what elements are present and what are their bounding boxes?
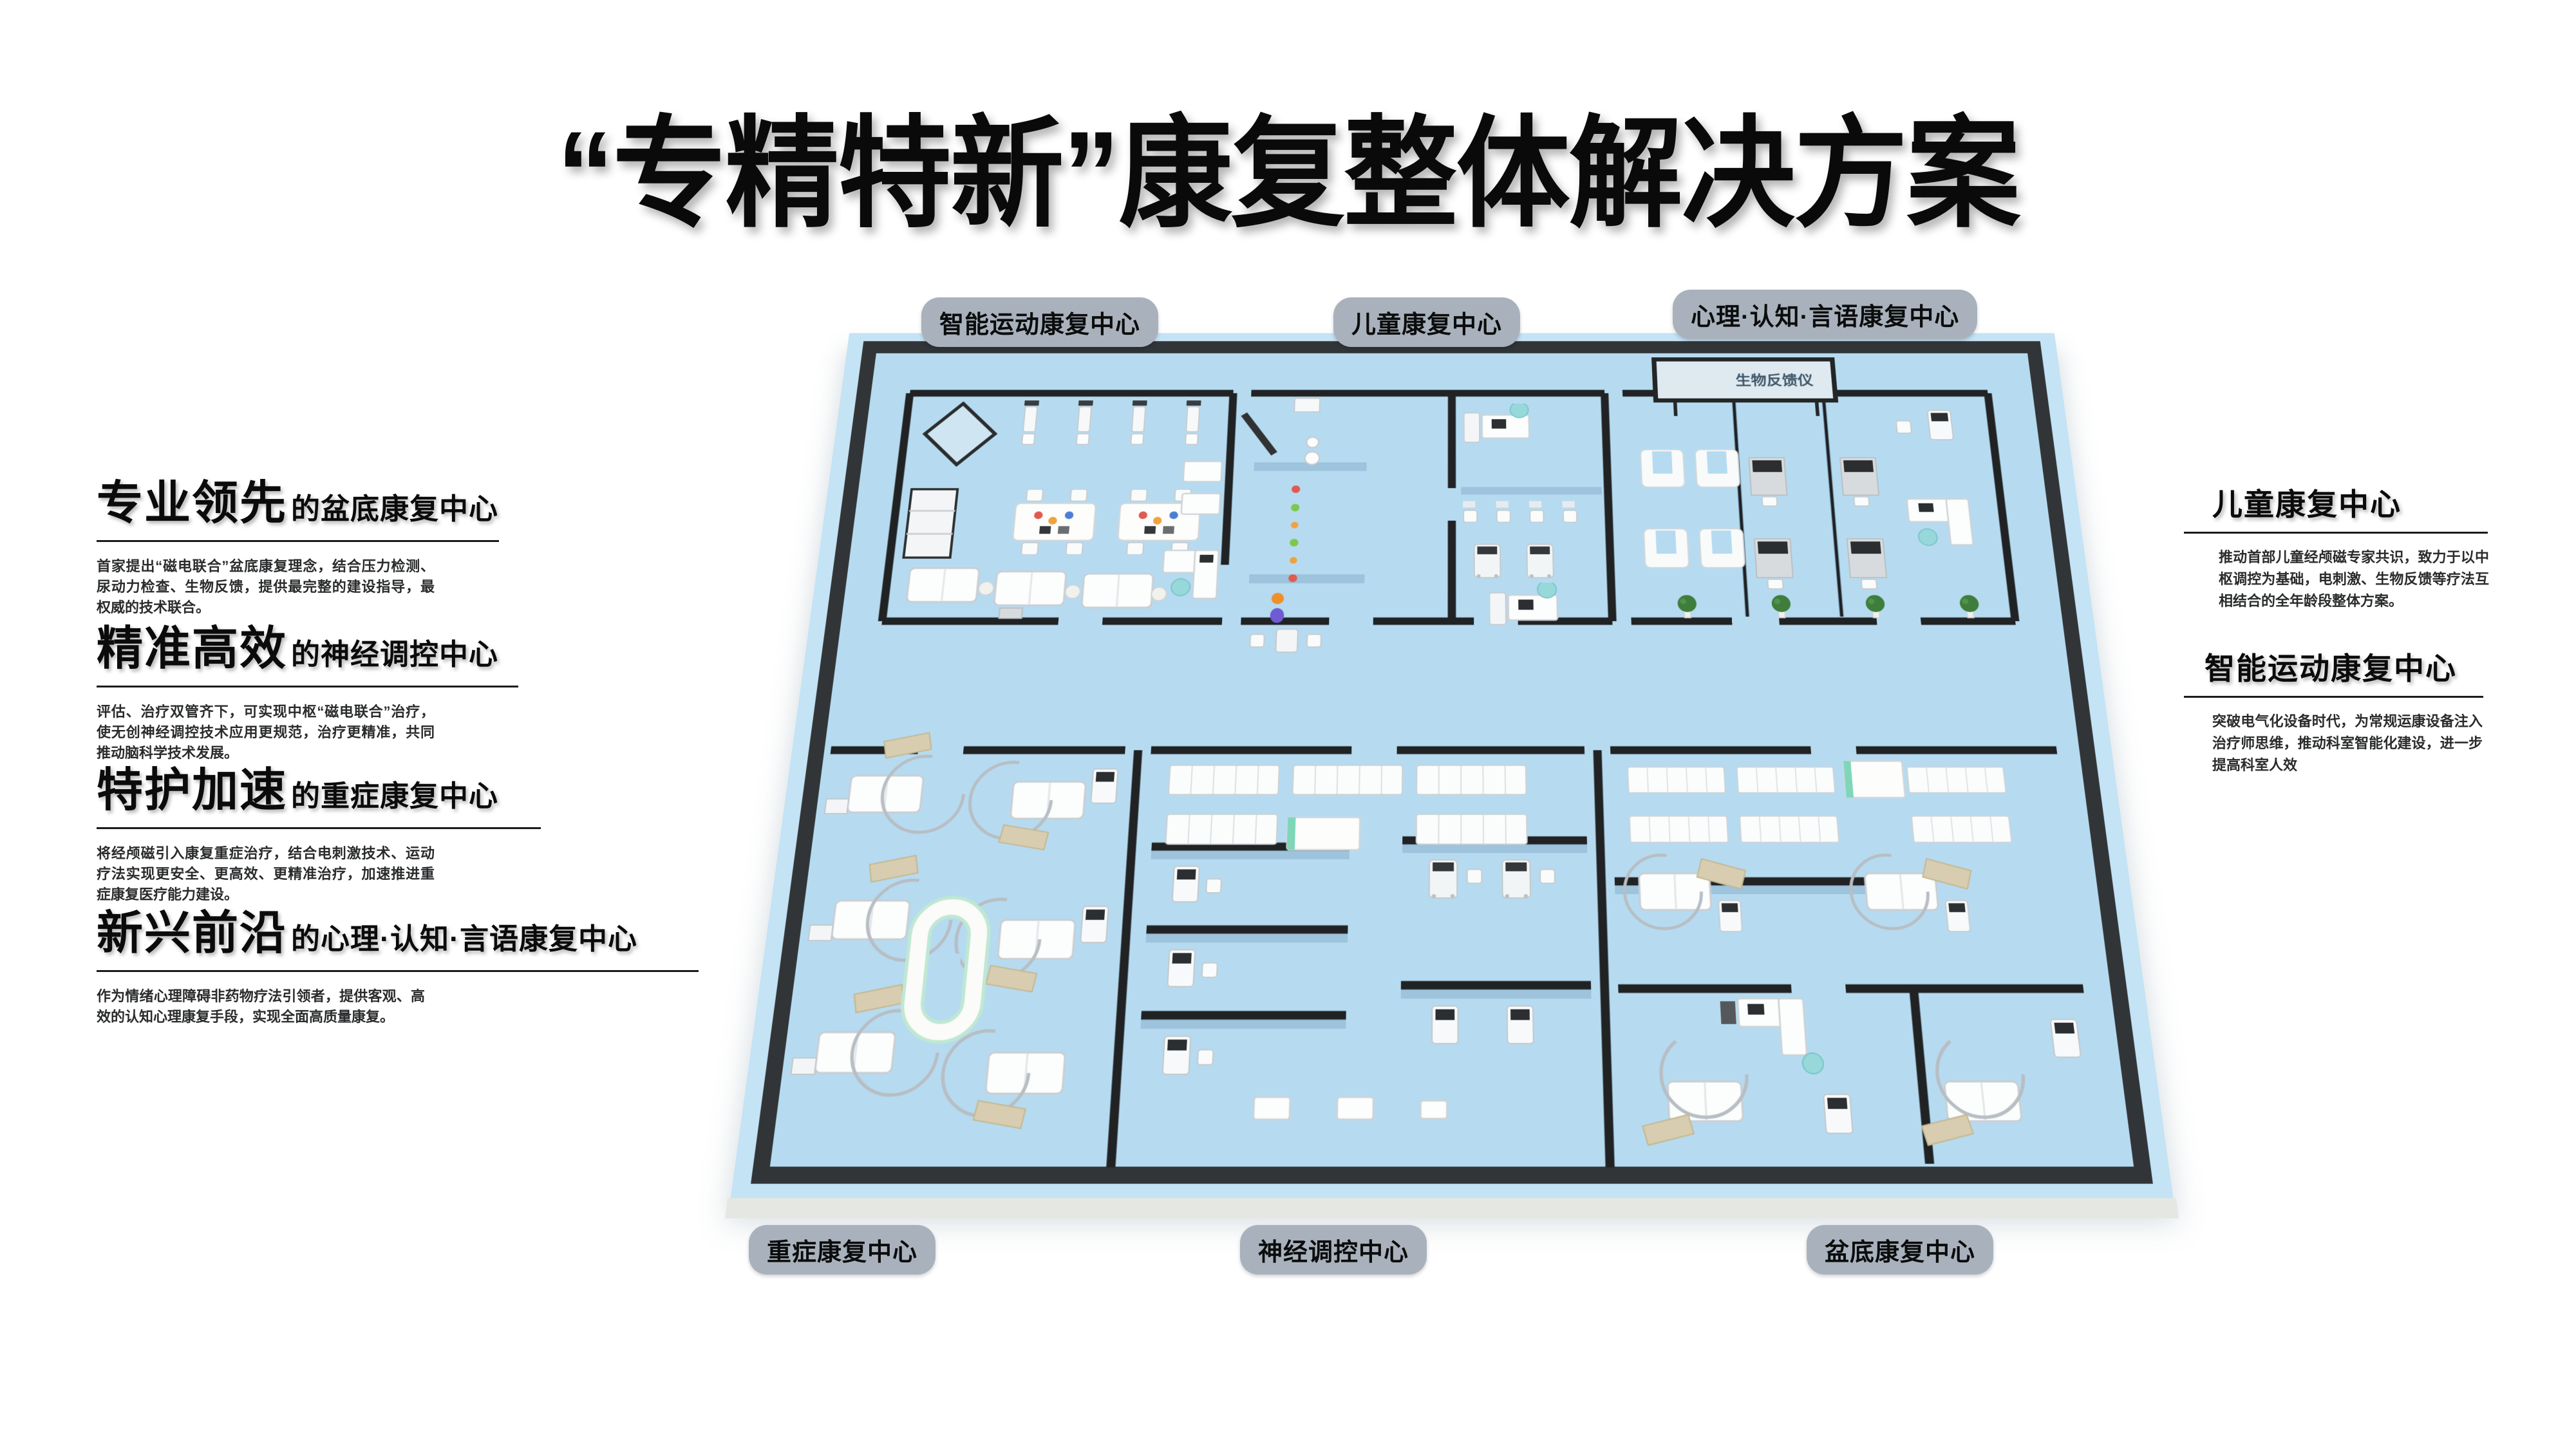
section-neuro-heading: 精准高效 的神经调控中心 [97, 610, 515, 678]
section-icu-body: 将经颅磁引入康复重症治疗，结合电刺激技术、运动疗法实现更安全、更高效、更精准治疗… [97, 845, 435, 902]
section-pelvic-heading-suffix: 的盆底康复中心 [291, 492, 499, 525]
section-icu-heading-suffix: 的重症康复中心 [291, 780, 499, 812]
room-icu [784, 733, 1109, 1128]
section-icu-heading-big: 特护加速 [97, 765, 288, 816]
section-icu-intro: 特护加速 的重症康复中心 将经颅磁引入康复重症治疗，结合电刺激技术、运动疗法实现… [97, 752, 547, 905]
section-psych-heading-suffix: 的心理·认知·言语康复中心 [291, 922, 637, 955]
divider-rule [2184, 532, 2488, 534]
plan-label-pelvic: 盆底康复中心 [1807, 1225, 1994, 1275]
room-pelvic [1620, 761, 2092, 1145]
section-sports-heading: 智能运动康复中心 [2205, 651, 2457, 686]
section-neuro-heading-suffix: 的神经调控中心 [291, 638, 499, 671]
section-pelvic-heading: 专业领先 的盆底康复中心 [97, 465, 515, 532]
floor-plan-svg: 生物反馈仪 [730, 333, 2174, 1199]
room-neuro [1165, 764, 1515, 1119]
divider-rule [2184, 696, 2483, 698]
divider-rule [97, 970, 699, 972]
section-pelvic-body: 首家提出“磁电联合”盆底康复理念，结合压力检测、尿动力检查、生物反馈，提供最完整… [97, 558, 435, 615]
wall-display-label: 生物反馈仪 [1735, 373, 1814, 388]
section-psych-body: 作为情绪心理障碍非药物疗法引领者，提供客观、高效的认知心理康复手段，实现全面高质… [97, 988, 425, 1025]
floor-plan: 生物反馈仪 [730, 333, 2174, 1200]
plan-label-children: 儿童康复中心 [1333, 297, 1521, 347]
plan-label-sports: 智能运动康复中心 [921, 297, 1159, 347]
plan-label-psych: 心理·认知·言语康复中心 [1673, 290, 1978, 339]
divider-rule [97, 540, 499, 542]
section-psych-intro: 新兴前沿 的心理·认知·言语康复中心 作为情绪心理障碍非药物疗法引领者，提供客观… [97, 895, 715, 1027]
section-sports-body: 突破电气化设备时代，为常规运康设备注入治疗师思维，推动科室智能化建设，进一步提高… [2212, 713, 2483, 773]
section-neuro-intro: 精准高效 的神经调控中心 评估、治疗双管齐下，可实现中枢“磁电联合”治疗，使无创… [97, 610, 518, 763]
section-neuro-body: 评估、治疗双管齐下，可实现中枢“磁电联合”治疗，使无创神经调控技术应用更规范，治… [97, 704, 435, 761]
section-sports-intro: 智能运动康复中心 突破电气化设备时代，为常规运康设备注入治疗师思维，推动科室智能… [2184, 644, 2506, 776]
section-psych-heading: 新兴前沿 的心理·认知·言语康复中心 [97, 895, 715, 962]
room-psych: 生物反馈仪 [1637, 359, 1982, 617]
section-children-heading: 儿童康复中心 [2212, 487, 2402, 521]
poster-title: “专精特新”康复整体解决方案 [556, 106, 2020, 241]
section-children-intro: 儿童康复中心 推动首部儿童经颅磁专家共识，致力于以中枢调控为基础，电刺激、生物反… [2184, 480, 2506, 612]
section-children-body: 推动首部儿童经颅磁专家共识，致力于以中枢调控为基础，电刺激、生物反馈等疗法互相结… [2219, 549, 2489, 609]
section-pelvic-heading-big: 专业领先 [97, 478, 288, 529]
section-neuro-heading-big: 精准高效 [97, 623, 288, 675]
section-pelvic-intro: 专业领先 的盆底康复中心 首家提出“磁电联合”盆底康复理念，结合压力检测、尿动力… [97, 465, 515, 618]
plan-label-icu: 重症康复中心 [749, 1225, 936, 1275]
section-icu-heading: 特护加速 的重症康复中心 [97, 752, 547, 819]
section-psych-heading-big: 新兴前沿 [97, 908, 288, 959]
plan-label-neuro: 神经调控中心 [1240, 1225, 1427, 1275]
divider-rule [97, 686, 518, 687]
divider-rule [97, 827, 541, 829]
plan-outer-wall [760, 347, 2143, 1175]
